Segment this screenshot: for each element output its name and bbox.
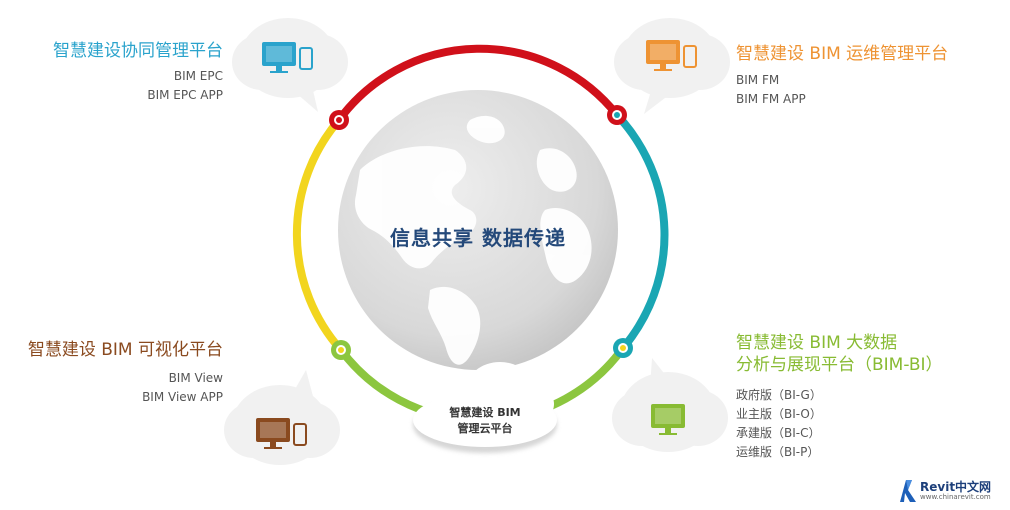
node-item: BIM View [168,371,223,385]
revit-logo-url: www.chinarevit.com [920,493,991,501]
ring-arc-left [292,116,345,354]
node-item: BIM View APP [142,390,223,404]
revit-logo-icon [900,480,916,502]
center-label: 信息共享 数据传递 [390,226,566,250]
node-item: 运维版（BI-P） [736,445,820,459]
cloud-label-line1: 智慧建设 BIM [449,406,521,419]
node-title-fm: 智慧建设 BIM 运维管理平台 [736,44,949,64]
cloud-label-line2: 管理云平台 [457,422,513,435]
node-title-bi-line1: 智慧建设 BIM 大数据 [736,333,898,353]
node-item: BIM FM [736,73,780,87]
revit-logo-brand: Revit中文网 [920,480,992,494]
monitor-phone-icon-brown [256,418,307,449]
ring-node-bottom-right [613,338,633,358]
cloud-bubble-bottom-left [224,370,340,465]
node-item: BIM EPC [173,69,223,83]
node-items-bi: 政府版（BI-G） 业主版（BI-O） 承建版（BI-C） 运维版（BI-P） [736,386,822,462]
node-title-view: 智慧建设 BIM 可视化平台 [27,340,223,360]
node-item: BIM FM APP [736,92,806,106]
monitor-icon-green [651,404,685,435]
monitor-phone-icon-orange [646,40,697,71]
monitor-phone-icon-blue [262,42,313,73]
node-items-view: BIM View BIM View APP [142,369,223,407]
cloud-bubble-top-right [614,18,730,114]
revit-logo: Revit中文网 www.chinarevit.com [898,476,1006,506]
globe [338,90,618,370]
ring-node-top-left [329,110,349,130]
node-item: 业主版（BI-O） [736,407,822,421]
cloud-label: 智慧建设 BIM 管理云平台 [425,405,545,437]
ring-arc-top [335,44,621,124]
ring-arc-right [613,111,669,352]
node-title-bi-line2: 分析与展现平台（BIM-BI） [736,355,943,375]
ring-node-bottom-left [331,340,351,360]
node-item: 承建版（BI-C） [736,426,821,440]
node-title-bi: 智慧建设 BIM 大数据 分析与展现平台（BIM-BI） [736,332,943,376]
node-title-collab: 智慧建设协同管理平台 [53,41,223,61]
node-items-fm: BIM FM BIM FM APP [736,71,806,109]
ring-node-top-right [607,105,627,125]
center-cloud [413,362,557,453]
node-item: 政府版（BI-G） [736,388,822,402]
node-items-collab: BIM EPC BIM EPC APP [147,67,223,105]
node-item: BIM EPC APP [147,88,223,102]
